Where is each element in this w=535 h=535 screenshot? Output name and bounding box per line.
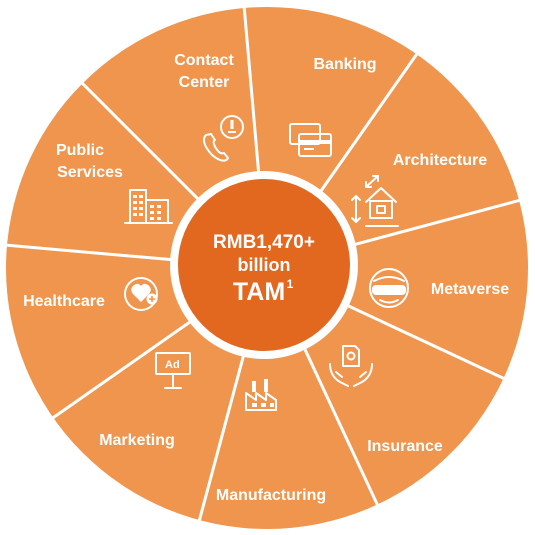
segment-divider [303, 348, 380, 507]
segment-divider [353, 198, 521, 247]
label-architecture: Architecture [393, 152, 487, 169]
segment-divider [242, 6, 261, 179]
center-unit: billion [238, 255, 291, 275]
segment-dividers [5, 6, 521, 522]
segment-divider [5, 243, 178, 262]
hands-document-icon [329, 345, 373, 387]
billboard-icon: Ad [155, 352, 191, 389]
label-contact-line1: Contact [174, 52, 234, 69]
segment-icons: Ad [124, 115, 409, 411]
heart-plus-icon [124, 277, 158, 311]
center-disk [178, 179, 350, 351]
phone-chat-icon [203, 115, 244, 162]
label-marketing: Marketing [99, 432, 175, 449]
center-tam: TAM [233, 278, 285, 306]
label-manufacturing: Manufacturing [216, 487, 326, 504]
label-banking: Banking [313, 56, 376, 73]
center-footnote-marker: 1 [287, 277, 294, 291]
label-insurance: Insurance [367, 438, 443, 455]
vr-headset-icon [369, 268, 409, 308]
label-contact-line2: Center [179, 74, 230, 91]
bank-cards-icon [289, 123, 332, 157]
factory-icon [245, 379, 277, 411]
segment-divider [347, 304, 506, 381]
segment-labels: Contact Center Banking Architecture Meta… [23, 52, 509, 504]
segment-contact-center: Contact Center [174, 52, 234, 91]
label-public-line2: Services [57, 164, 123, 181]
building-icon [124, 189, 173, 224]
center-amount: RMB1,470+ [213, 232, 315, 253]
label-public-line1: Public [56, 142, 104, 159]
segment-divider [51, 318, 195, 420]
segment-public-services: Public Services [56, 142, 123, 181]
house-dimension-icon [351, 175, 399, 227]
label-healthcare: Healthcare [23, 293, 105, 310]
label-metaverse: Metaverse [431, 281, 509, 298]
segment-divider [197, 354, 246, 522]
segment-divider [317, 52, 419, 196]
segment-divider [80, 81, 205, 206]
center-hub: RMB1,470+ billion TAM 1 [170, 171, 358, 359]
billboard-ad-text: Ad [165, 359, 180, 371]
